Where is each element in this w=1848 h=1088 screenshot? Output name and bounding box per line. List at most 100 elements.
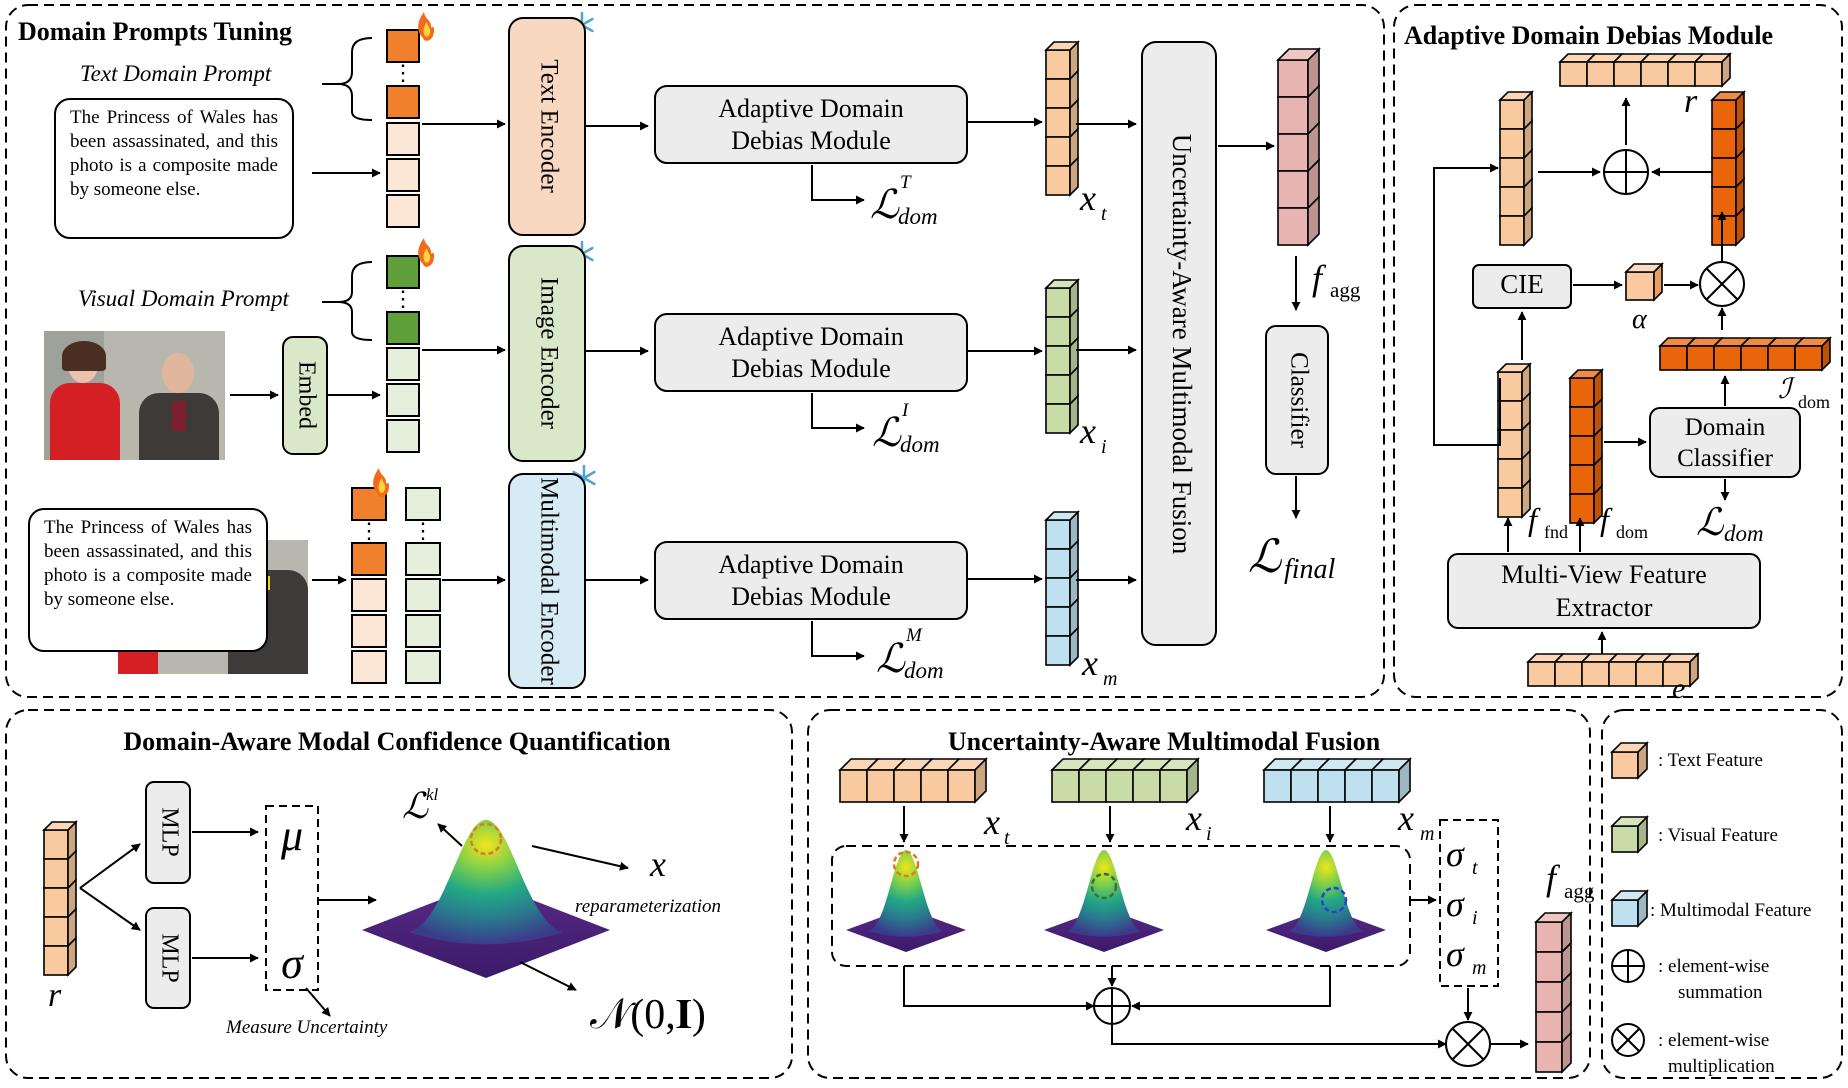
addm-label-text: Adaptive Domain Debias Module [718,93,904,155]
svg-text:M: M [905,625,923,646]
legend-sum-line1: : element-wise [1658,956,1769,977]
svg-text:i: i [1472,907,1478,929]
svg-text:σ: σ [1446,934,1465,974]
confidence-title: Domain-Aware Modal Confidence Quantifica… [123,727,671,756]
feature-row-x-t [838,757,988,804]
svg-text:I: I [901,400,910,421]
image-encoder-box [508,245,586,462]
addm-box-multimodal [654,541,968,620]
gaussian-surface [362,820,610,978]
loss-dom-adaptive: ℒ dom [1696,502,1764,546]
sample-photo [44,331,225,460]
label-e: e [1672,672,1685,705]
fusion-label-x-i: x i [1185,798,1212,845]
visual-prompt-tokens: ⋮ [386,255,420,453]
label-alpha: α [1632,304,1648,335]
multimodal-encoder-box [508,473,586,689]
svg-text:ℒ: ℒ [872,410,902,455]
svg-text:⋮: ⋮ [412,518,434,543]
label-x-m: x m [1081,643,1117,690]
cie-box [1472,264,1572,309]
label-sigma-i: σ i [1446,884,1478,929]
mvfe-label: Multi-View Feature Extractor [1501,560,1707,622]
gaussian-surfaces [846,850,1386,952]
measure-uncertainty-note: Measure Uncertainty [225,1017,388,1038]
addm-label-multimodal: Adaptive Domain Debias Module [718,549,904,611]
feature-column-f-fnd [1496,362,1532,519]
normal-distribution: 𝒩(0,𝐈) [590,992,706,1038]
label-sigma-m: σ m [1446,934,1486,979]
legend-icons [1610,741,1649,928]
svg-text:dom: dom [1724,521,1764,546]
legend-sum-line2: summation [1678,982,1763,1003]
feature-column-x-t [1044,40,1080,197]
label-x-t: x t [1079,178,1107,225]
distribution-box [831,845,1411,967]
svg-text:⋮: ⋮ [392,286,414,311]
image-encoder-label: Image Encoder [535,277,562,430]
svg-text:dom: dom [1798,392,1830,412]
fusion-label-x-m: x m [1397,798,1434,845]
mlp-box-mu [145,781,191,884]
mlp-label-sigma: MLP [156,933,182,982]
svg-text:f: f [1600,501,1613,537]
feature-column-debiased [1498,90,1534,247]
loss-final: ℒ final [1248,531,1336,585]
addm-box-image [654,313,968,392]
fire-icon [373,468,390,497]
cie-label: CIE [1500,269,1544,299]
gaussian-surface-m [1266,850,1386,952]
feature-row-i-dom [1658,336,1832,372]
svg-text:r: r [1684,83,1698,120]
sigma-box [1439,819,1499,987]
svg-text:ℒ: ℒ [876,636,906,681]
visual-feature-cube [1610,815,1649,854]
legend-mult-line2: multiplication [1668,1056,1775,1077]
svg-text:x: x [1397,798,1414,838]
svg-text:agg: agg [1330,278,1361,302]
svg-text:⋮: ⋮ [358,518,380,543]
label-x-i: x i [1079,411,1107,458]
svg-text:⋮: ⋮ [392,60,414,85]
feature-column-x-i [1044,278,1080,435]
fusion-label-x-t: x t [983,802,1010,849]
svg-text:ℐ: ℐ [1778,374,1796,405]
svg-text:ℒ: ℒ [1248,531,1282,582]
fusion-title: Uncertainty-Aware Multimodal Fusion [948,727,1381,756]
svg-text:fnd: fnd [1544,522,1568,542]
svg-text:x: x [1079,411,1096,451]
svg-text:x: x [983,802,1000,842]
loss-dom-multimodal: ℒ M dom [876,625,944,683]
feature-row-x-i [1050,757,1200,804]
svg-text:dom: dom [1616,522,1648,542]
sample-news-text-multimodal: The Princess of Wales has been assassina… [28,508,268,652]
addm-box-text [654,85,968,164]
embed-box [282,336,328,455]
svg-text:t: t [1101,203,1107,225]
label-sigma: σ [281,939,305,988]
svg-text:i: i [1206,823,1212,845]
gaussian-surface-i [1044,850,1164,952]
multimodal-prompt-tokens: ⋮ ⋮ [351,487,441,684]
loss-dom-image: ℒ I dom [872,400,940,457]
domain-classifier-box [1649,407,1801,478]
text-prompt-brace [337,37,373,121]
feature-column-x-m [1044,510,1080,667]
fire-icon [418,238,435,267]
multimodal-feature-cube [1610,889,1649,928]
svg-text:ℒ: ℒ [870,182,900,227]
uamf-label: Uncertainty-Aware Multimodal Fusion [1167,134,1197,555]
svg-text:agg: agg [1564,879,1595,903]
gaussian-surface-large [362,820,610,978]
panel-adaptive-module [1393,4,1843,698]
domain-classifier-label: Domain Classifier [1677,413,1773,472]
embed-label: Embed [293,361,319,429]
panel-confidence [5,709,793,1079]
mvfe-box [1447,553,1761,629]
svg-text:t: t [1472,857,1478,879]
svg-text:i: i [1101,436,1107,458]
kl-marker-circle [469,822,503,856]
svg-text:x: x [1185,798,1202,838]
